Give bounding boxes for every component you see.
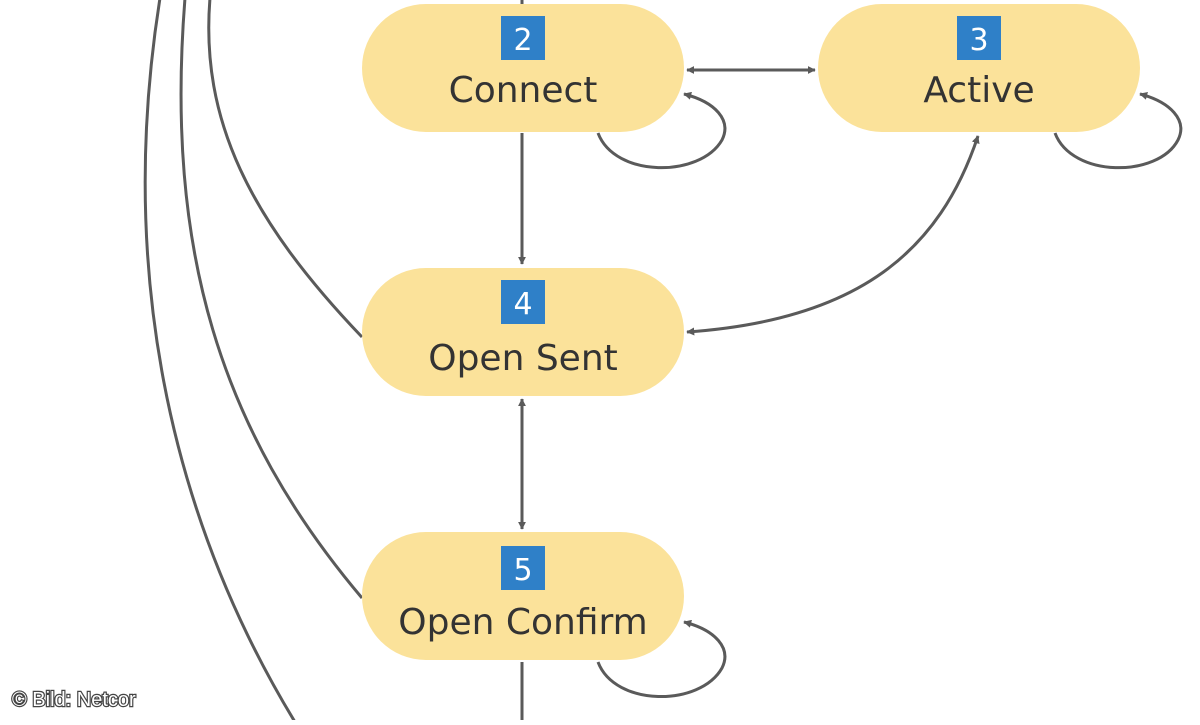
state-open-sent-label: Open Sent — [428, 338, 618, 379]
edge-openconfirm-offtop — [179, 0, 364, 599]
state-active-label: Active — [923, 70, 1034, 111]
state-open-sent: 4 Open Sent — [362, 268, 684, 396]
state-connect-label: Connect — [449, 70, 598, 111]
state-connect-number: 2 — [513, 23, 532, 58]
state-open-confirm-label: Open Confirm — [398, 602, 648, 643]
image-credit: © Bild: Netcor — [12, 689, 136, 711]
state-connect: 2 Connect — [362, 4, 684, 132]
state-open-confirm-shape — [362, 532, 684, 660]
state-active-badge — [957, 16, 1001, 60]
self-loop-active — [1053, 91, 1183, 170]
edge-active-opensent — [686, 135, 980, 336]
edge-opensent-offtop — [207, 0, 364, 339]
state-open-sent-badge — [501, 280, 545, 324]
state-open-confirm-number: 5 — [513, 553, 532, 588]
state-open-sent-shape — [362, 268, 684, 396]
state-open-confirm: 5 Open Confirm — [362, 532, 684, 660]
state-open-sent-number: 4 — [513, 287, 532, 322]
self-loop-openconfirm — [596, 619, 727, 698]
self-loop-connect — [596, 91, 727, 170]
state-active: 3 Active — [818, 4, 1140, 132]
state-active-shape — [818, 4, 1140, 132]
edge-bottom-offtop — [143, 0, 297, 723]
state-connect-badge — [501, 16, 545, 60]
state-open-confirm-badge — [501, 546, 545, 590]
edges — [143, 0, 1183, 723]
state-active-number: 3 — [969, 23, 988, 58]
state-connect-shape — [362, 4, 684, 132]
